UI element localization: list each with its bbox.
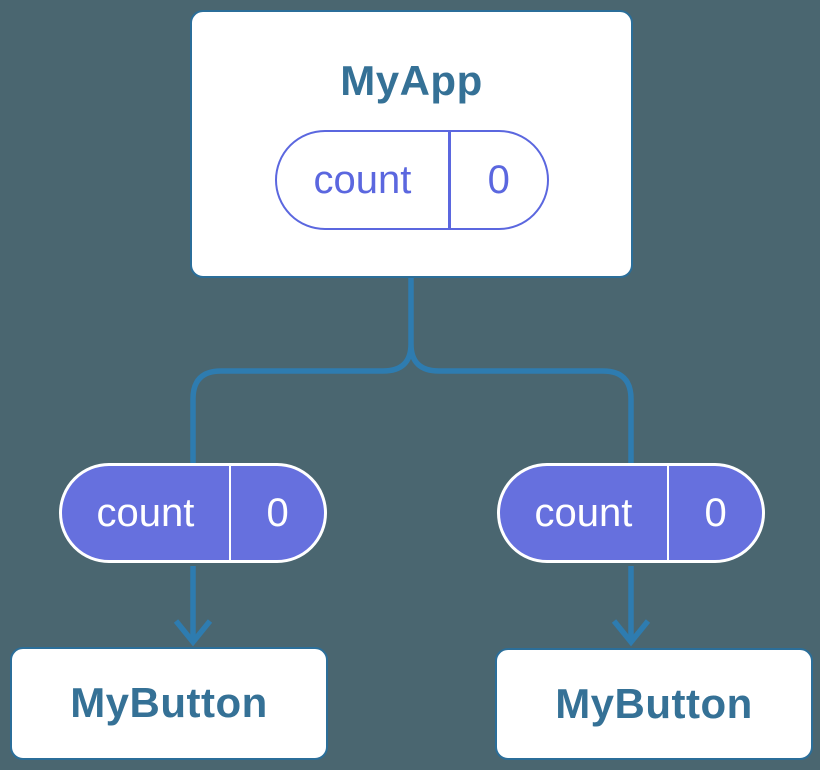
arrowhead-right-icon (611, 619, 651, 647)
prop-name: count (96, 490, 195, 535)
component-title: MyButton (555, 679, 753, 727)
component-node-mybutton-left: MyButton (10, 647, 328, 760)
pill-divider (448, 132, 451, 229)
arrowhead-left-icon (173, 619, 213, 647)
prop-pill-right: count 0 (497, 463, 765, 563)
state-name: count (313, 157, 412, 202)
tree-fork-connector (190, 278, 634, 463)
component-node-myapp: MyApp count 0 (190, 10, 633, 278)
prop-name: count (534, 490, 633, 535)
prop-pill-left: count 0 (59, 463, 327, 563)
component-title: MyApp (340, 56, 483, 104)
component-title: MyButton (70, 679, 268, 727)
prop-value: 0 (704, 490, 727, 535)
state-value: 0 (487, 157, 510, 202)
pill-divider (666, 466, 670, 560)
prop-value: 0 (266, 490, 289, 535)
component-node-mybutton-right: MyButton (495, 648, 813, 760)
pill-divider (228, 466, 232, 560)
state-pill-root: count 0 (274, 130, 549, 231)
